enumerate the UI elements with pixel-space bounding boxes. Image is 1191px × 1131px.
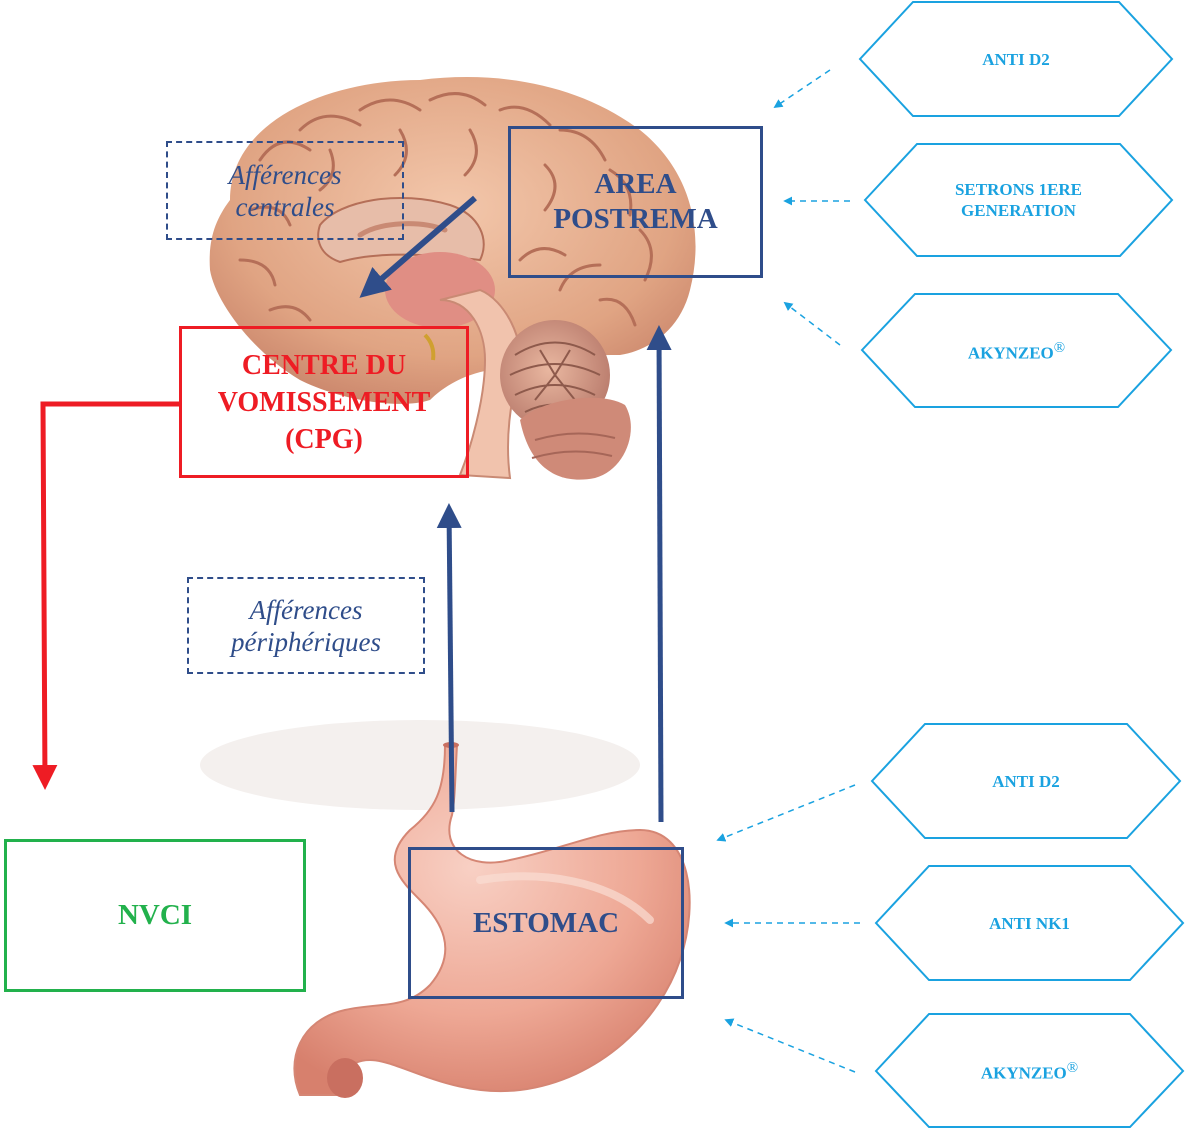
hexagon-anti-d2-bottom [870,723,1182,839]
hexagon-akynzeo-top [860,293,1173,408]
setrons-label: SETRONS 1ERE GENERATION [954,180,1083,220]
anti-nk1-label: ANTI NK1 [989,913,1070,933]
centre-vomissement-box: CENTRE DU VOMISSEMENT (CPG) [179,326,469,478]
nvci-box: NVCI [4,839,306,992]
afferences-peripheriques-label: Afférences périphériques [231,594,381,657]
akynzeo-bottom-label: AKYNZEO [980,1063,1067,1083]
area-postrema-box: AREA POSTREMA [508,126,763,278]
brain-illustration [209,77,696,480]
anti-d2-top-label: ANTI D2 [982,49,1050,69]
afferences-centrales-box: Afférences centrales [166,141,404,240]
area-postrema-label: AREA POSTREMA [553,168,718,235]
afferences-peripheriques-box: Afférences périphériques [187,577,425,674]
anti-d2-bottom-label-wrap: ANTI D2 [925,724,1127,838]
anti-d2-top-label-wrap: ANTI D2 [913,2,1119,116]
setrons-label-wrap: SETRONS 1ERE GENERATION [917,144,1120,256]
registered-mark-top: ® [1053,339,1066,356]
anti-nk1-label-wrap: ANTI NK1 [929,866,1130,980]
afferences-centrales-label: Afférences centrales [228,159,342,222]
arrow-peripheral-afferents [436,503,462,813]
arrow-akynzeo-top [783,301,841,346]
estomac-label: ESTOMAC [472,906,620,939]
centre-vomissement-label: CENTRE DU VOMISSEMENT (CPG) [217,349,431,455]
hexagon-anti-d2-top [858,1,1174,117]
estomac-box: ESTOMAC [408,847,684,999]
stomach-illustration [200,720,691,1098]
hexagon-setrons [863,143,1174,257]
hexagon-akynzeo-bottom [874,1013,1185,1128]
arrow-akynzeo-bottom [724,1018,856,1073]
nvci-label: NVCI [117,899,193,931]
akynzeo-bottom-label-wrap: AKYNZEO® [929,1014,1130,1127]
akynzeo-top-label: AKYNZEO [967,343,1054,363]
arrow-anti-d2-bottom [716,784,856,842]
registered-mark-bottom: ® [1066,1059,1079,1076]
anti-d2-bottom-label: ANTI D2 [992,771,1060,791]
arrow-area-to-centre [359,195,477,298]
akynzeo-top-label-wrap: AKYNZEO® [915,294,1118,407]
arrow-centre-to-nvci [32,401,180,790]
arrow-anti-d2-top [773,69,831,109]
arrow-estomac-to-area [646,325,672,823]
hexagon-anti-nk1 [874,865,1185,981]
